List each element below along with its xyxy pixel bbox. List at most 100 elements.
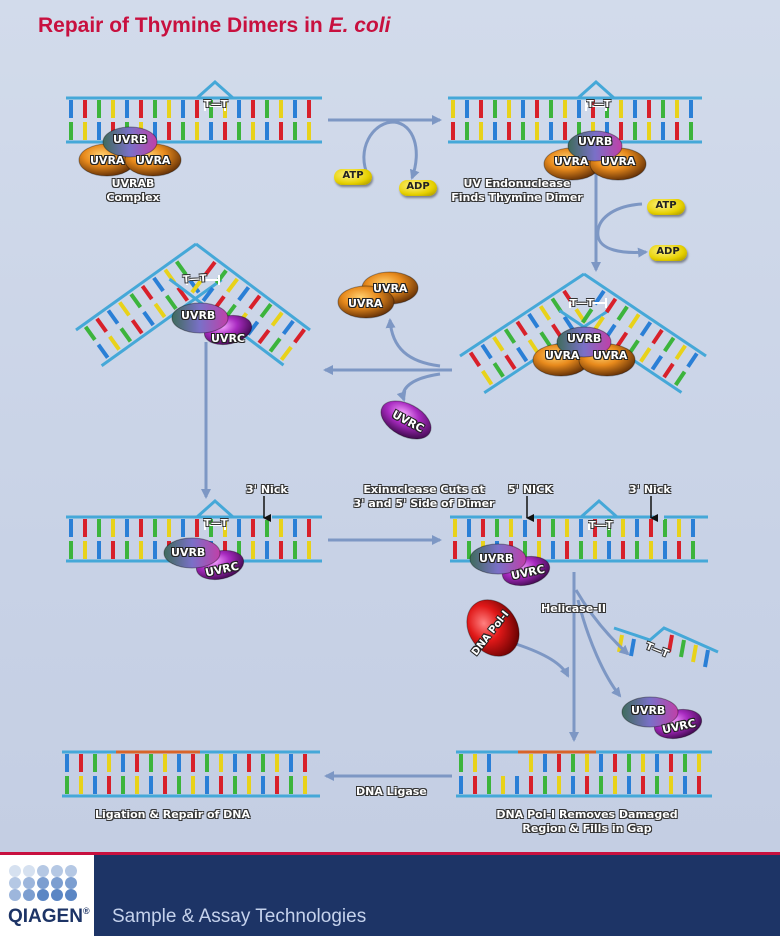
dimer-6 [588, 520, 610, 530]
bent-base [468, 351, 482, 368]
page-title: Repair of Thymine Dimers in E. coli [38, 14, 391, 37]
bent-base [226, 277, 239, 293]
bent-base [165, 294, 178, 310]
bent-base [248, 294, 262, 310]
bent-base [259, 303, 273, 319]
arrow-release-uvra [385, 318, 441, 368]
oligo-base [703, 649, 710, 668]
dna-step4 [459, 272, 707, 394]
dna-ligase-label: DNA Ligase [356, 785, 427, 798]
dna-pol-protein [466, 599, 520, 657]
bent-base [268, 337, 282, 353]
uvra-label-2b: UVRA [601, 155, 636, 168]
arrow-pol-in [515, 642, 570, 678]
bent-base [674, 370, 687, 387]
bent-base [604, 297, 618, 314]
helicase-label: Helicase-II [541, 602, 606, 615]
bent-base [527, 312, 540, 329]
logo-dot [65, 865, 77, 877]
bent-backbone-outer [583, 272, 707, 358]
logo-dot [65, 877, 77, 889]
bent-base [538, 305, 552, 321]
bent-base [201, 286, 215, 303]
oligo-base [629, 638, 636, 657]
uvrc-label-3: UVRC [211, 332, 245, 345]
arrow-atp-adp-1 [362, 120, 420, 180]
bent-base [527, 338, 540, 355]
bent-base [281, 319, 295, 336]
dimer-label-4: T—T [570, 298, 594, 309]
dimer-label-5: T—T [204, 518, 228, 529]
dna-step8 [456, 750, 712, 798]
logo-dot [51, 877, 63, 889]
logo-dot [9, 865, 21, 877]
bent-base [663, 336, 676, 353]
bent-base [492, 362, 505, 378]
bent-base [480, 343, 493, 360]
bent-base [95, 317, 108, 333]
adp-badge-2: ADP [649, 245, 687, 261]
nick-gap-5 [264, 514, 272, 520]
bent-base [562, 315, 575, 332]
bent-base [83, 325, 97, 341]
dimer-label-6: T—T [589, 520, 613, 531]
bent-base [293, 328, 306, 344]
bent-base [152, 276, 165, 293]
bent-base [257, 328, 271, 345]
uvra-label-free-b: UVRA [348, 297, 383, 310]
uvra-label-2a: UVRA [554, 155, 589, 168]
arrow-uvrc-in [396, 372, 441, 402]
complex-1-uvrb [102, 126, 158, 158]
bent-base [237, 286, 251, 302]
bent-base [562, 289, 575, 306]
uvrb-label-5: UVRB [171, 546, 206, 559]
footer-band [94, 855, 780, 936]
complex-2-uvrb [567, 130, 623, 162]
bent-backbone-outer [459, 272, 585, 358]
qiagen-logo: QIAGEN® [8, 906, 90, 927]
bent-backbone-inner [100, 278, 223, 367]
dimer-label-2: T—T [587, 99, 611, 110]
dimer-3 [186, 275, 220, 285]
bent-base [686, 352, 699, 368]
logo-dot [9, 877, 21, 889]
oligo-base [667, 634, 674, 653]
logo-dot [9, 889, 21, 901]
bent-base [628, 313, 641, 329]
bent-base [130, 319, 144, 335]
dimer-1 [204, 101, 226, 111]
bent-base [108, 335, 121, 351]
complex-7-uvrb [621, 696, 679, 728]
bent-base [503, 328, 517, 344]
oligo-base [691, 644, 698, 663]
bent-base [142, 310, 155, 327]
bent-base [650, 354, 664, 371]
bent-base [279, 345, 293, 362]
bent-base [119, 327, 133, 343]
dna-step9 [62, 750, 320, 798]
bent-base [270, 311, 284, 327]
dimer-label-1: T—T [204, 99, 228, 110]
bent-base [550, 297, 563, 314]
bent-base [639, 321, 653, 337]
logo-dot [37, 865, 49, 877]
bent-base [203, 260, 217, 277]
qiagen-logo-icon [9, 865, 77, 901]
logo-dot [65, 889, 77, 901]
uvra-label-free-a: UVRA [373, 282, 408, 295]
nick-3-label-a: 3' Nick [246, 483, 288, 496]
footer: QIAGEN® Sample & Assay Technologies [0, 852, 780, 936]
oligo-backbone [613, 626, 719, 654]
bent-base [639, 347, 652, 363]
free-uvrc [380, 400, 432, 440]
complex-6-uvrb [469, 543, 527, 575]
arrow-release-uvrbc [576, 599, 622, 698]
bent-base [662, 362, 675, 379]
uvra-label-1b: UVRA [136, 154, 171, 167]
bent-base [592, 315, 605, 332]
uvra-label-4b: UVRA [593, 349, 628, 362]
complex-5-uvrb [163, 537, 221, 569]
